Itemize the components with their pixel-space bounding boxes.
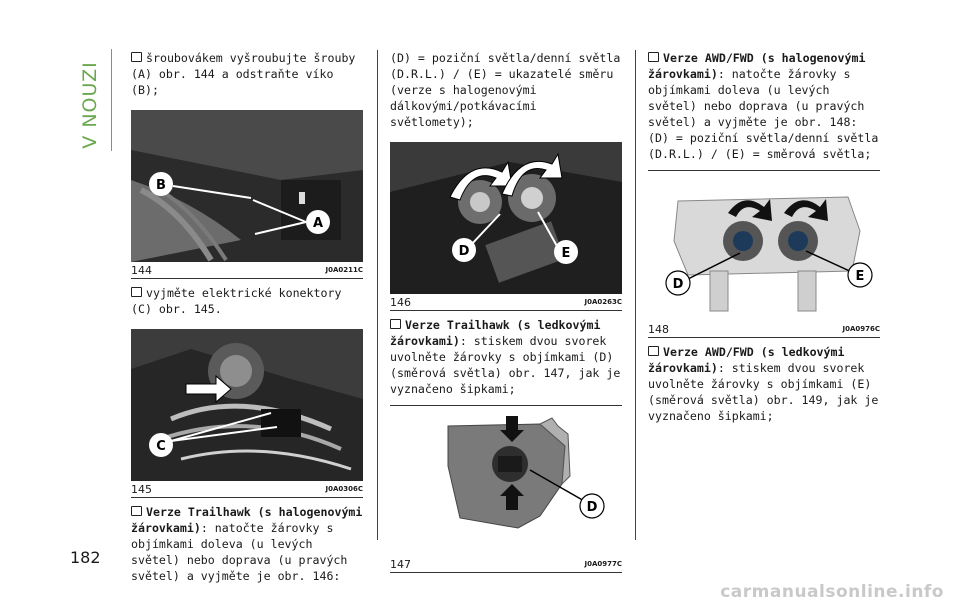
figure-code: J0A0976C [842, 325, 880, 333]
step-trailhawk-halogen: Verze Trailhawk (s halogenovými žárovkam… [131, 505, 363, 583]
figure-code: J0A0977C [584, 560, 622, 568]
bullet-icon [131, 52, 142, 62]
fig147-label-d: D [587, 500, 598, 515]
section-title-rule [111, 49, 112, 151]
figure-rule [648, 170, 880, 171]
watermark: carmanualsonline.info [720, 582, 944, 602]
figure-144-image: B A [131, 110, 363, 262]
figure-148-caption: 148 J0A0976C [648, 321, 880, 337]
figure-146-image: D E [390, 142, 622, 294]
step-trailhawk-led: Verze Trailhawk (s ledkovými žárovkami):… [390, 318, 621, 396]
step-awd-led: Verze AWD/FWD (s ledkovými žárovkami): s… [648, 345, 879, 423]
figure-code: J0A0263C [584, 298, 622, 306]
caption-rule [390, 572, 622, 573]
figure-number: 147 [390, 558, 411, 571]
bullet-icon [648, 52, 659, 62]
bullet-icon [390, 319, 401, 329]
bullet-icon [648, 346, 659, 356]
figure-number: 148 [648, 323, 669, 336]
bullet-icon [131, 506, 142, 516]
bullet-icon [131, 287, 142, 297]
section-title: V NOUZI [79, 61, 101, 149]
legend-d-e: (D) = poziční světla/denní světla (D.R.L… [390, 51, 621, 129]
fig148-label-d: D [673, 277, 684, 292]
figure-code: J0A0211C [325, 266, 363, 274]
figure-number: 145 [131, 483, 152, 496]
fig144-label-b: B [156, 178, 166, 193]
figure-rule [390, 405, 622, 406]
column-1: šroubovákem vyšroubujte šrouby (A) obr. … [131, 50, 363, 584]
column-2: (D) = poziční světla/denní světla (D.R.L… [390, 50, 622, 573]
caption-rule [131, 278, 363, 279]
figure-144-caption: 144 J0A0211C [131, 262, 363, 278]
step-connectors: vyjměte elektrické konektory (C) obr. 14… [131, 286, 342, 316]
figure-147-caption: 147 J0A0977C [390, 556, 622, 572]
figure-146-caption: 146 J0A0263C [390, 294, 622, 310]
caption-rule [390, 310, 622, 311]
fig146-label-d: D [459, 244, 470, 259]
fig146-label-e: E [562, 246, 571, 261]
column-3: Verze AWD/FWD (s halogenovými žárovkami)… [648, 50, 880, 424]
fig145-label-c: C [156, 439, 166, 454]
column-divider [377, 50, 378, 540]
figure-147-image: D [390, 406, 622, 556]
figure-145-caption: 145 J0A0306C [131, 481, 363, 497]
fig144-label-a: A [313, 216, 323, 231]
step-awd-halogen: Verze AWD/FWD (s halogenovými žárovkami)… [648, 51, 879, 161]
figure-145-image: C [131, 329, 363, 481]
caption-rule [648, 337, 880, 338]
figure-number: 146 [390, 296, 411, 309]
caption-rule [131, 497, 363, 498]
figure-code: J0A0306C [325, 485, 363, 493]
figure-148-image: D E [648, 171, 880, 321]
fig148-label-e: E [856, 269, 865, 284]
figure-number: 144 [131, 264, 152, 277]
step-remove-screws: šroubovákem vyšroubujte šrouby (A) obr. … [131, 51, 356, 97]
page-number: 182 [70, 548, 101, 567]
column-divider [635, 50, 636, 540]
